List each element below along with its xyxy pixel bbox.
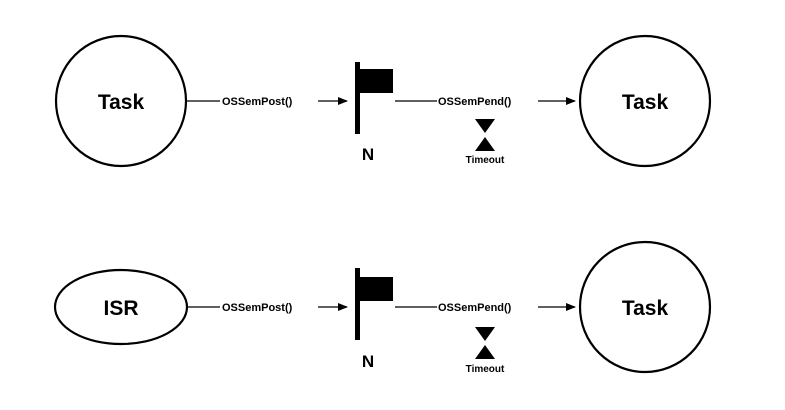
pend-call-label: OSSemPend() xyxy=(438,96,512,108)
source-task-label: Task xyxy=(98,91,145,114)
pend-call-label: OSSemPend() xyxy=(438,302,512,314)
source-isr-label: ISR xyxy=(103,297,138,320)
post-arrow: OSSemPost() xyxy=(187,302,348,314)
flag-icon xyxy=(355,268,393,340)
semaphore-count-label: N xyxy=(362,352,374,371)
source-isr-node: ISR xyxy=(53,268,189,346)
target-task-node: Task xyxy=(578,240,712,374)
target-task-node: Task xyxy=(578,34,712,168)
target-task-label: Task xyxy=(622,297,669,320)
pend-arrow: OSSemPend() xyxy=(395,96,576,108)
pend-arrow: OSSemPend() xyxy=(395,302,576,314)
row-isr-to-task: ISR OSSemPost() N OSSemPend() Timeout Ta… xyxy=(53,240,712,375)
post-call-label: OSSemPost() xyxy=(222,302,293,314)
row-task-to-task: Task OSSemPost() N OSSemPend() Timeout T… xyxy=(54,34,712,168)
hourglass-icon xyxy=(475,327,495,359)
timeout-label: Timeout xyxy=(466,155,505,166)
post-arrow: OSSemPost() xyxy=(187,96,348,108)
timeout-label: Timeout xyxy=(466,364,505,375)
target-task-label: Task xyxy=(622,91,669,114)
semaphore-count-label: N xyxy=(362,145,374,164)
hourglass-icon xyxy=(475,119,495,151)
source-task-node: Task xyxy=(54,34,188,168)
flag-icon xyxy=(355,62,393,134)
post-call-label: OSSemPost() xyxy=(222,96,293,108)
